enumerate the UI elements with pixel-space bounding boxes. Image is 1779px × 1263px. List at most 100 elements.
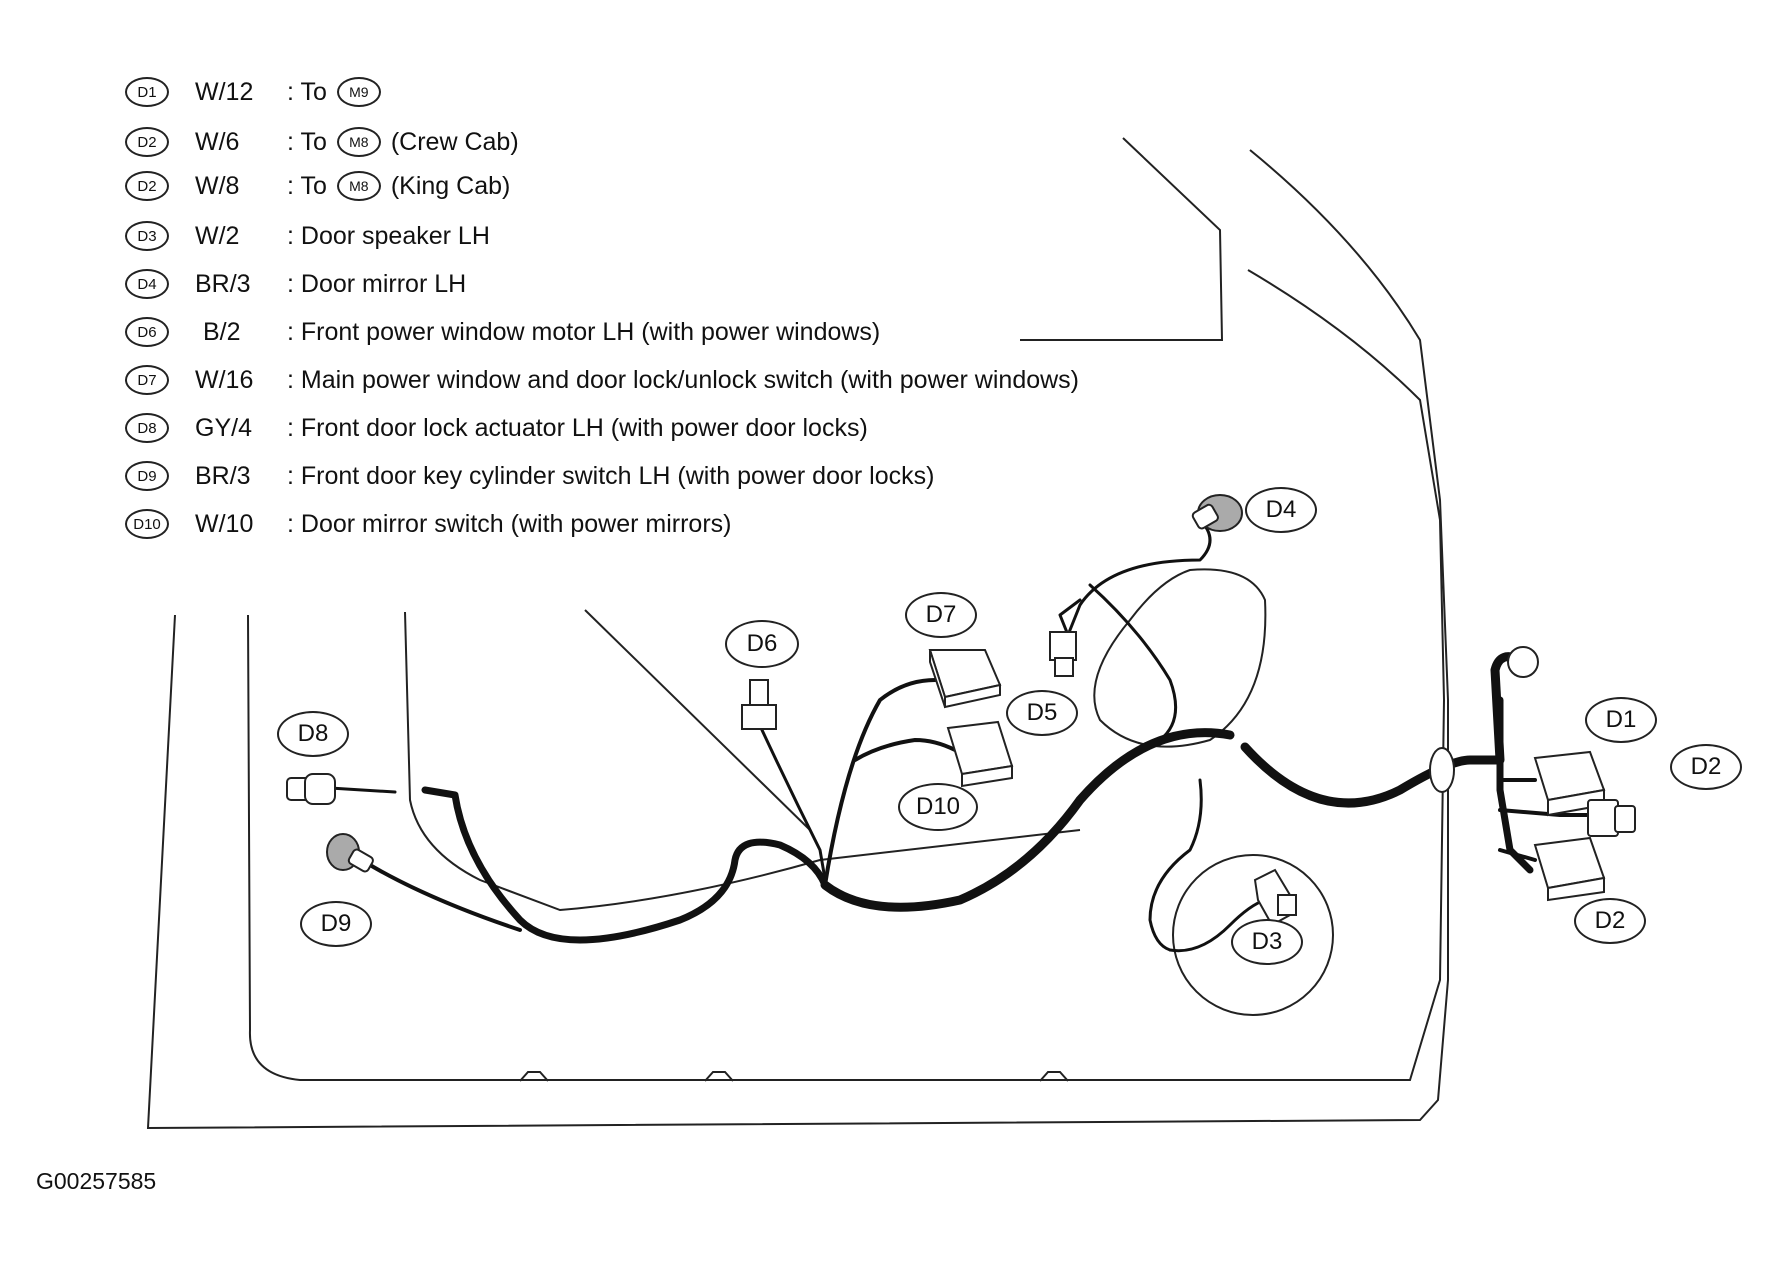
legend-desc: : Door mirror LH xyxy=(287,270,466,299)
legend-prefix: : Front door lock actuator LH (with powe… xyxy=(287,413,868,442)
legend-code: W/16 xyxy=(195,365,254,394)
legend-badge: D9 xyxy=(125,461,169,491)
harness-branch-d1 xyxy=(1496,696,1534,874)
legend-ref: M9 xyxy=(336,77,381,107)
connector-d2-bottom xyxy=(1533,836,1606,902)
wire-d8 xyxy=(328,786,397,794)
wire-d7 xyxy=(823,678,937,887)
legend-code: B/2 xyxy=(203,317,241,346)
connector-d5 xyxy=(1049,631,1077,677)
legend-prefix: : To xyxy=(287,77,327,106)
legend-text: (Crew Cab) xyxy=(390,127,519,156)
legend-badge: D2 xyxy=(125,171,169,201)
legend-code: W/6 xyxy=(195,127,240,156)
callout-d4: D4 xyxy=(1245,487,1317,533)
legend-prefix: : To xyxy=(287,171,327,200)
legend-badge: D2 xyxy=(125,127,169,157)
legend-row: D4 BR/3 : Door mirror LH xyxy=(125,266,466,302)
inner-panel-outline xyxy=(404,611,1081,912)
legend-row: D9 BR/3 : Front door key cylinder switch… xyxy=(125,458,934,494)
legend-row: D7 W/16 : Main power window and door loc… xyxy=(125,362,1079,398)
wire-d9 xyxy=(368,863,522,932)
legend-code: W/12 xyxy=(195,77,254,106)
wire-d2a xyxy=(1498,808,1597,817)
legend-row: D8 GY/4 : Front door lock actuator LH (w… xyxy=(125,410,868,446)
grommet-upper xyxy=(1507,646,1539,678)
legend-code: W/2 xyxy=(195,221,240,250)
connector-d9 xyxy=(326,833,374,873)
callout-d2: D2 xyxy=(1574,898,1646,944)
legend-desc: : To M9 xyxy=(287,77,391,107)
legend-prefix: : Main power window and door lock/unlock… xyxy=(287,365,1080,394)
legend-desc: : Door mirror switch (with power mirrors… xyxy=(287,510,731,539)
callout-d5: D5 xyxy=(1006,690,1078,736)
callout-d10: D10 xyxy=(898,783,978,831)
harness-left xyxy=(421,786,829,944)
legend-row: D1 W/12 : To M9 xyxy=(125,74,381,110)
connector-d6 xyxy=(741,679,777,730)
legend-desc: : To M8 (King Cab) xyxy=(287,171,510,201)
wire-d6 xyxy=(760,728,828,887)
legend-badge: D1 xyxy=(125,77,169,107)
legend-row: D2 W/6 : To M8 (Crew Cab) xyxy=(125,124,519,160)
callout-d1: D1 xyxy=(1585,697,1657,743)
legend-desc: : Front door key cylinder switch LH (wit… xyxy=(287,462,934,491)
wire-d3 xyxy=(1148,778,1203,952)
bottom-notch xyxy=(704,1071,734,1082)
connector-d8 xyxy=(286,773,336,805)
legend-ref: M8 xyxy=(336,171,381,201)
figure-id: G00257585 xyxy=(36,1168,157,1194)
legend-prefix: : Door mirror LH xyxy=(287,269,467,298)
legend-code: BR/3 xyxy=(195,269,251,298)
upper-panel-opening xyxy=(1093,568,1267,748)
wire-d4 xyxy=(1066,518,1212,637)
speaker-circle xyxy=(1172,854,1334,1016)
bottom-notch xyxy=(1039,1071,1069,1082)
legend-badge: D10 xyxy=(125,509,169,539)
legend-prefix: : Door mirror switch (with power mirrors… xyxy=(287,509,732,538)
legend-badge: D7 xyxy=(125,365,169,395)
legend-row: D10 W/10 : Door mirror switch (with powe… xyxy=(125,506,731,542)
legend-text: (King Cab) xyxy=(390,171,511,200)
legend-desc: : To M8 (Crew Cab) xyxy=(287,127,519,157)
legend-prefix: : To xyxy=(287,127,327,156)
wire-d5-loop xyxy=(1088,583,1178,742)
legend-desc: : Front power window motor LH (with powe… xyxy=(287,318,880,347)
connector-d3 xyxy=(1253,868,1297,927)
main-harness-right xyxy=(1240,652,1525,808)
legend-badge: D6 xyxy=(125,317,169,347)
legend-code: W/10 xyxy=(195,509,254,538)
legend-code: BR/3 xyxy=(195,461,251,490)
window-frame-line xyxy=(1020,137,1224,341)
wire-d10 xyxy=(853,738,957,762)
wire-d5 xyxy=(1058,598,1082,637)
door-inner-outline xyxy=(247,269,1446,1081)
legend-prefix: : Door speaker LH xyxy=(287,221,490,250)
wire-d2b xyxy=(1498,848,1537,862)
connector-d7 xyxy=(928,649,1002,709)
callout-d2: D2 xyxy=(1670,744,1742,790)
grommet xyxy=(1429,747,1455,793)
legend-code: W/8 xyxy=(195,171,240,200)
callout-d8: D8 xyxy=(277,711,349,757)
legend-badge: D8 xyxy=(125,413,169,443)
legend-row: D2 W/8 : To M8 (King Cab) xyxy=(125,168,510,204)
main-harness xyxy=(820,728,1235,912)
inner-diagonal-line xyxy=(584,609,811,831)
legend-ref: M8 xyxy=(336,127,381,157)
legend-row: D6 B/2 : Front power window motor LH (wi… xyxy=(125,314,880,350)
door-outline xyxy=(146,149,1449,1130)
connector-d10 xyxy=(946,720,1014,788)
wire-d3-end xyxy=(1168,898,1267,953)
callout-d7: D7 xyxy=(905,592,977,638)
callout-d6: D6 xyxy=(725,620,799,668)
legend-desc: : Main power window and door lock/unlock… xyxy=(287,366,1079,395)
legend-badge: D3 xyxy=(125,221,169,251)
callout-d3: D3 xyxy=(1231,919,1303,965)
legend-code: GY/4 xyxy=(195,413,252,442)
callout-d9: D9 xyxy=(300,901,372,947)
legend-prefix: : Front power window motor LH (with powe… xyxy=(287,317,881,346)
legend-desc: : Front door lock actuator LH (with powe… xyxy=(287,414,868,443)
